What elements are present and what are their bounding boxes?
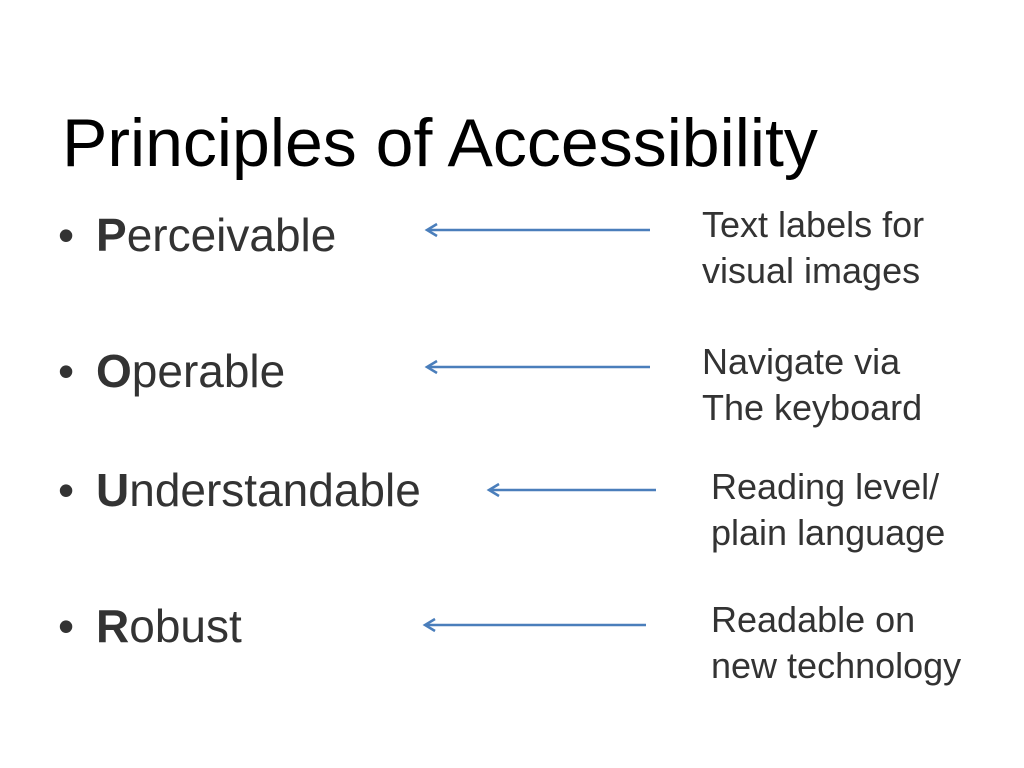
bullet-icon: •	[58, 209, 75, 261]
principle-initial: P	[96, 209, 127, 261]
left-arrow-icon	[422, 617, 646, 633]
note-perceivable: Text labels for visual images	[702, 202, 924, 294]
left-arrow-icon	[424, 222, 650, 238]
bullet-icon: •	[58, 345, 75, 397]
note-line: plain language	[711, 512, 946, 553]
left-arrow-icon	[424, 359, 650, 375]
principle-robust: • Robust	[58, 598, 242, 654]
bullet-icon: •	[58, 600, 75, 652]
principle-initial: U	[96, 464, 130, 516]
note-robust: Readable on new technology	[711, 597, 961, 689]
note-line: Text labels for	[702, 204, 925, 245]
principle-perceivable: • Perceivable	[58, 207, 336, 263]
note-line: Readable on	[711, 599, 916, 640]
note-line: visual images	[702, 250, 921, 291]
principle-rest: erceivable	[126, 209, 337, 261]
principle-initial: O	[96, 345, 132, 397]
principle-understandable: • Understandable	[58, 462, 421, 518]
slide-title: Principles of Accessibility	[62, 104, 818, 181]
principle-rest: obust	[129, 600, 242, 652]
principle-rest: nderstandable	[129, 464, 421, 516]
note-line: Navigate via	[702, 341, 901, 382]
principle-rest: perable	[131, 345, 286, 397]
note-line: new technology	[711, 645, 962, 686]
bullet-icon: •	[58, 464, 75, 516]
note-understandable: Reading level/ plain language	[711, 464, 945, 556]
principle-operable: • Operable	[58, 343, 285, 399]
note-operable: Navigate via The keyboard	[702, 339, 922, 431]
left-arrow-icon	[486, 482, 656, 498]
note-line: The keyboard	[702, 387, 923, 428]
note-line: Reading level/	[711, 466, 940, 507]
principle-initial: R	[96, 600, 130, 652]
